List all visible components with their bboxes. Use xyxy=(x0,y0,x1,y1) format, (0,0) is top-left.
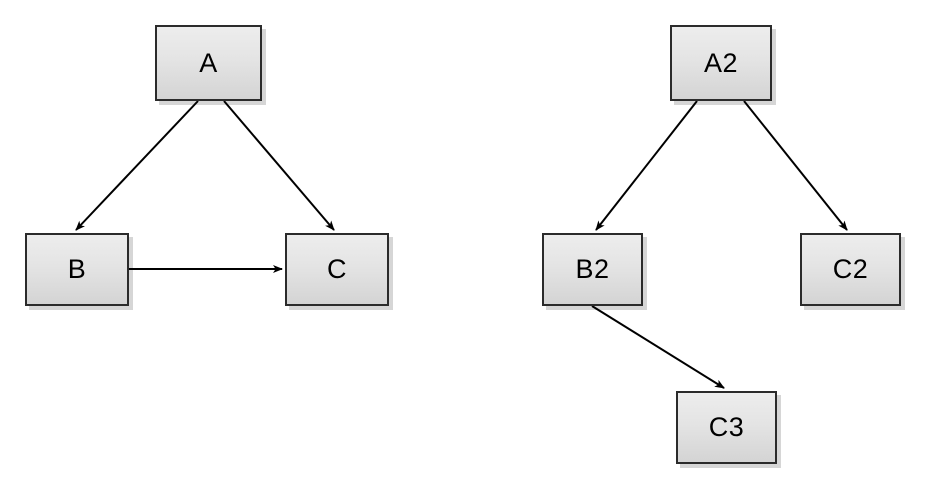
node-c3[interactable]: C3 xyxy=(676,391,777,464)
node-a2[interactable]: A2 xyxy=(670,25,772,101)
node-c[interactable]: C xyxy=(285,233,389,306)
node-a[interactable]: A xyxy=(155,25,262,101)
node-c2[interactable]: C2 xyxy=(800,233,901,306)
edge-b2-to-c3 xyxy=(591,305,725,389)
edge-a2-to-b2 xyxy=(595,100,698,231)
edge-a2-to-c2 xyxy=(743,100,848,231)
node-b2-label: B2 xyxy=(575,254,610,284)
node-c2-label: C2 xyxy=(832,254,869,284)
edge-a-to-c xyxy=(223,100,335,231)
node-c3-label: C3 xyxy=(708,412,745,442)
node-a2-label: A2 xyxy=(703,47,739,78)
node-b[interactable]: B xyxy=(25,233,129,306)
node-c-label: C xyxy=(327,254,347,284)
edge-a-to-b xyxy=(75,100,199,231)
node-b2[interactable]: B2 xyxy=(542,233,643,306)
node-a-label: A xyxy=(199,47,218,78)
node-b-label: B xyxy=(67,254,87,284)
